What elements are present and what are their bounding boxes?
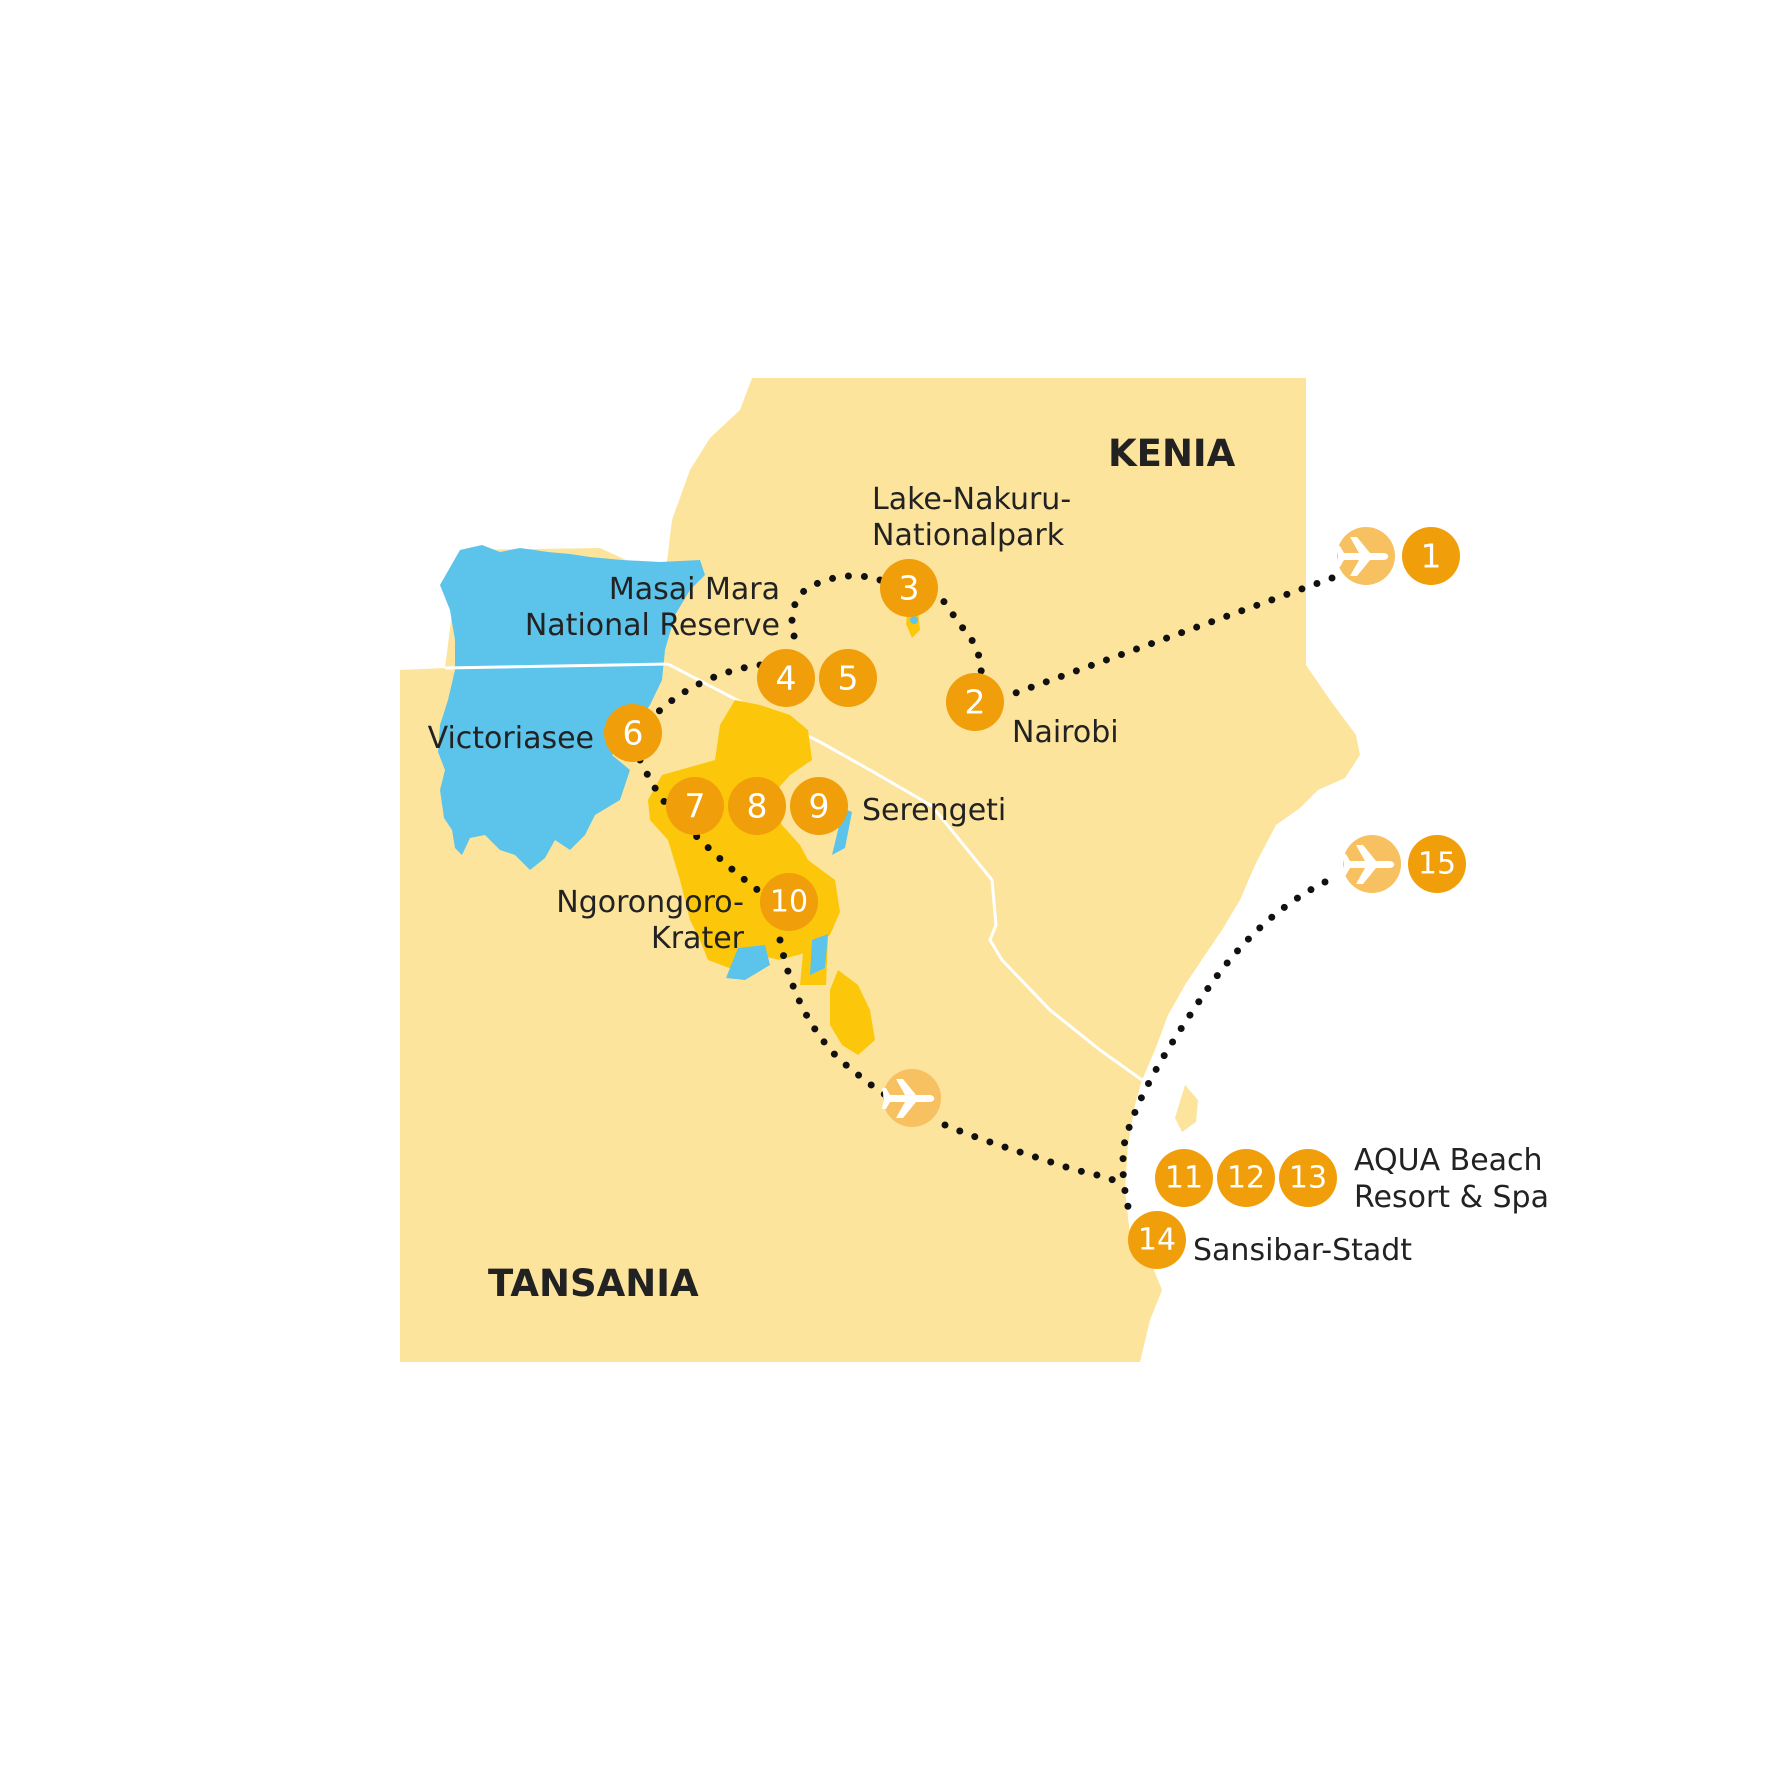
stop-marker-12: 12	[1217, 1149, 1275, 1207]
stop-marker-5: 5	[819, 649, 877, 707]
stop-marker-14: 14	[1128, 1211, 1186, 1269]
place-label-aqua-beach: Resort & Spa	[1354, 1180, 1549, 1215]
stop-marker-9: 9	[790, 777, 848, 835]
place-label-nairobi: Nairobi	[1012, 715, 1119, 750]
stop-marker-8: 8	[728, 777, 786, 835]
svg-text:9: 9	[809, 787, 830, 826]
airplane-icon	[1342, 845, 1395, 884]
svg-text:15: 15	[1418, 847, 1456, 882]
svg-text:13: 13	[1289, 1161, 1327, 1196]
place-label-masai-mara: Masai Mara	[609, 572, 780, 607]
park-area	[830, 970, 875, 1055]
water-patch	[726, 945, 770, 980]
country-label-kenya: KENIA	[1108, 432, 1236, 475]
svg-text:8: 8	[747, 787, 768, 826]
stop-marker-13: 13	[1279, 1149, 1337, 1207]
lake-victoria	[438, 545, 705, 870]
stop-marker-2: 2	[946, 673, 1004, 731]
stop-marker-1: 1	[1402, 527, 1460, 585]
svg-text:6: 6	[623, 714, 644, 753]
svg-text:14: 14	[1138, 1223, 1176, 1258]
stop-marker-3: 3	[880, 559, 938, 617]
stop-marker-11: 11	[1155, 1149, 1213, 1207]
country-label-tanzania: TANSANIA	[488, 1262, 699, 1305]
stop-marker-15: 15	[1408, 835, 1466, 893]
flight-mid-marker	[882, 1069, 941, 1127]
svg-text:3: 3	[899, 569, 920, 608]
place-label-serengeti: Serengeti	[862, 793, 1006, 828]
route-path	[636, 572, 1336, 1219]
lake-nakuru-water	[910, 616, 918, 624]
place-label-aqua-beach: AQUA Beach	[1354, 1143, 1543, 1178]
airplane-icon	[1336, 537, 1389, 576]
svg-text:2: 2	[965, 683, 986, 722]
airplane-icon	[882, 1079, 935, 1118]
stop-marker-10: 10	[760, 873, 818, 931]
place-label-lake-nakuru: Nationalpark	[872, 518, 1065, 553]
zanzibar-island	[1175, 1085, 1198, 1132]
svg-text:7: 7	[685, 787, 706, 826]
flight-start-marker	[1336, 527, 1395, 585]
place-label-lake-nakuru: Lake-Nakuru-	[872, 482, 1071, 517]
svg-text:1: 1	[1421, 537, 1442, 576]
water-patch	[832, 808, 852, 855]
svg-text:11: 11	[1165, 1161, 1203, 1196]
stop-marker-7: 7	[666, 777, 724, 835]
flight-end-marker	[1342, 835, 1401, 893]
svg-text:5: 5	[838, 659, 859, 698]
stop-marker-4: 4	[757, 649, 815, 707]
place-label-ngorongoro: Ngorongoro-	[556, 885, 744, 920]
place-label-victoriasee: Victoriasee	[428, 721, 594, 756]
water-patch	[810, 934, 828, 975]
stop-marker-6: 6	[604, 704, 662, 762]
svg-text:12: 12	[1227, 1161, 1265, 1196]
svg-text:10: 10	[770, 885, 808, 920]
place-label-sansibar-stadt: Sansibar-Stadt	[1193, 1233, 1412, 1268]
place-label-ngorongoro: Krater	[651, 921, 745, 956]
place-label-masai-mara: National Reserve	[525, 608, 780, 643]
svg-text:4: 4	[776, 659, 797, 698]
